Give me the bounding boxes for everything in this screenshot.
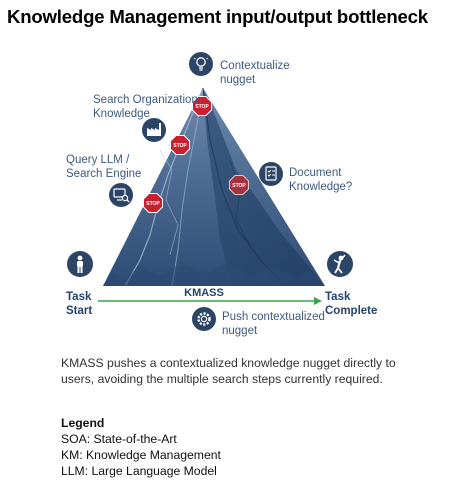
legend-title: Legend [61,416,105,430]
contextualize-label-line-2: nugget [220,74,256,86]
person-celebrating-icon [327,251,353,277]
task-start-line-2: Start [66,305,92,317]
stop-label: STOP [173,143,187,149]
push-label: Push contextualized nugget [222,311,328,337]
checklist-icon [259,162,283,186]
search-org-label-line-2: Knowledge [93,108,150,120]
stop-label: STOP [232,183,246,189]
legend-item-soa: SOA: State-of-the-Art [61,432,177,446]
task-start-label: Task Start [66,291,95,317]
description: KMASS pushes a contextualized knowledge … [61,356,396,386]
kmass-arrow [98,297,322,305]
search-org-label: Search Organization Knowledge [93,94,201,120]
lightbulb-icon [189,52,213,76]
stop-sign-icon: STOP [229,175,249,195]
stop-sign-icon: STOP [170,135,190,155]
stop-sign-icon: STOP [192,96,212,116]
computer-search-icon [109,183,133,207]
factory-icon [142,118,166,142]
gear-icon [192,307,216,331]
push-label-line-1: Push contextualized [222,311,325,323]
page-title: Knowledge Management input/output bottle… [7,6,428,27]
mountain [103,87,325,287]
person-standing-icon [67,251,93,277]
query-llm-label: Query LLM / Search Engine [66,154,141,180]
stop-label: STOP [195,104,209,110]
query-llm-label-line-2: Search Engine [66,168,141,180]
contextualize-label-line-1: Contextualize [220,60,290,72]
legend-item-km: KM: Knowledge Management [61,448,221,462]
push-label-line-2: nugget [222,325,258,337]
kmass-label: KMASS [184,287,224,299]
document-label-line-1: Document [289,167,342,179]
document-label: Document Knowledge? [289,167,352,193]
document-label-line-2: Knowledge? [289,181,352,193]
stop-sign-icon: STOP [143,193,163,213]
contextualize-label: Contextualize nugget [220,60,293,86]
task-start-line-1: Task [66,291,92,303]
bottleneck-diagram: STOP STOP STOP STOP [66,52,377,337]
task-complete-line-2: Complete [325,305,377,317]
query-llm-label-line-1: Query LLM / [66,154,130,166]
legend-item-llm: LLM: Large Language Model [61,464,217,478]
search-org-label-line-1: Search Organization [93,94,198,106]
task-complete-line-1: Task [325,291,351,303]
stop-label: STOP [146,201,160,207]
legend: Legend SOA: State-of-the-Art KM: Knowled… [61,415,221,479]
task-complete-label: Task Complete [325,291,377,317]
